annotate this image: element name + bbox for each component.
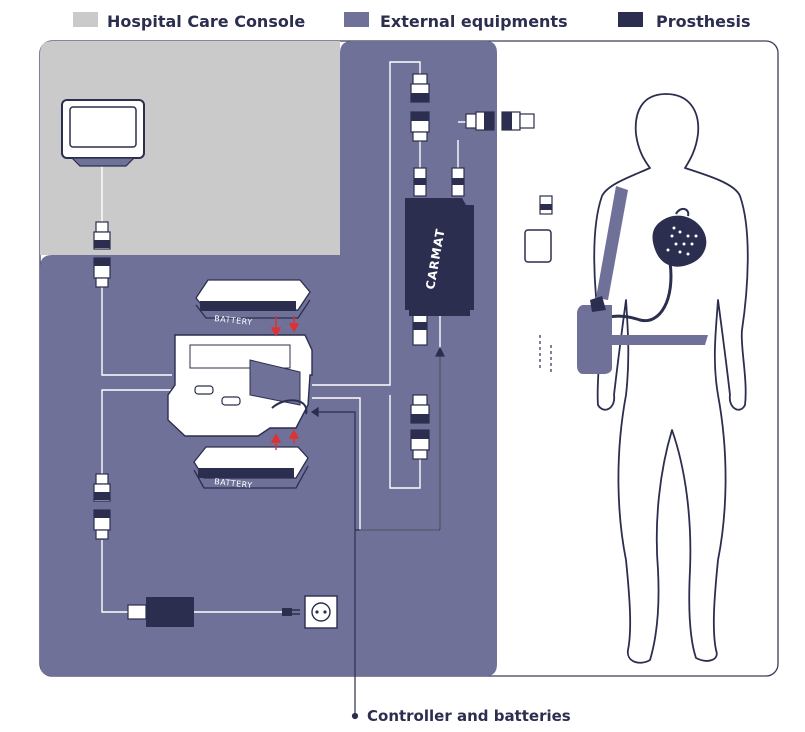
- plug-driveline: [465, 111, 535, 131]
- legend-label-prosthesis: Prosthesis: [656, 12, 751, 31]
- legend-swatch-prosthesis: [618, 12, 643, 27]
- battery-bottom-label: BATTERY: [214, 477, 253, 490]
- plug-controller-top: [410, 73, 465, 197]
- controller-unit: CARMAT: [405, 198, 474, 316]
- cable-dock-power: [101, 389, 172, 476]
- cable-controller-lower: [389, 395, 421, 489]
- shoulder-bag: [577, 186, 708, 374]
- console-monitor-icon: [61, 99, 145, 167]
- dashed-leads: [539, 335, 552, 372]
- caption-controller-batteries: Controller and batteries: [367, 707, 571, 725]
- plug-console: [93, 221, 111, 288]
- connectors: [93, 73, 553, 540]
- legend-swatch-console: [73, 12, 98, 27]
- legend: Hospital Care Console External equipment…: [73, 12, 751, 31]
- legend-swatch-external: [344, 12, 369, 27]
- wall-outlet-icon: [304, 595, 338, 629]
- cable-console-dock: [101, 286, 172, 376]
- insert-arrows: [270, 316, 300, 450]
- console-region: [40, 41, 340, 255]
- cable-power-lower: [101, 540, 128, 613]
- callout-lines: [310, 346, 445, 720]
- legend-label-external: External equipments: [380, 12, 568, 31]
- battery-top: BATTERY: [195, 279, 311, 327]
- plug-power: [93, 473, 111, 540]
- cable-dock-right: [312, 61, 421, 386]
- power-adapter-icon: [127, 597, 300, 627]
- watermark-text: 知乎 @心头上的痂痕: [560, 689, 728, 710]
- plug-body: [524, 195, 553, 263]
- cable-to-body: [535, 116, 547, 355]
- legend-label-console: Hospital Care Console: [107, 12, 305, 31]
- controller-dock: [167, 334, 313, 437]
- plug-controller-bottom: [410, 314, 430, 460]
- battery-top-label: BATTERY: [214, 314, 253, 327]
- battery-bottom: BATTERY: [193, 446, 309, 490]
